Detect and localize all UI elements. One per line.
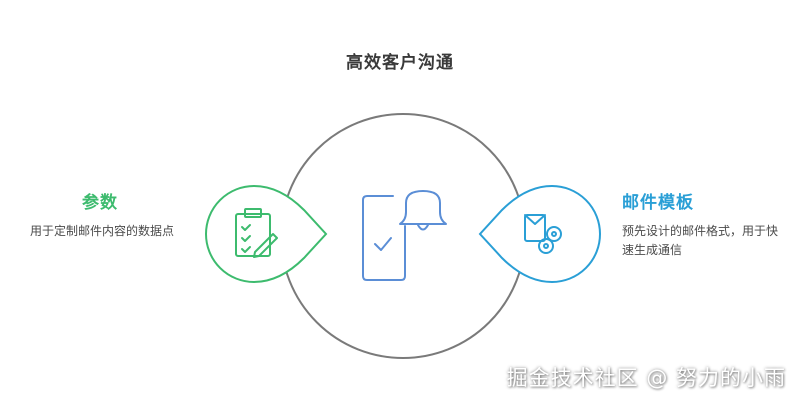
left-node-description: 用于定制邮件内容的数据点 <box>30 224 175 238</box>
right-node <box>478 184 601 284</box>
right-node-description: 预先设计的邮件格式，用于快速生成通信 <box>622 224 779 257</box>
mail-settings-icon <box>524 214 562 254</box>
watermark: 掘金技术社区 @ 努力的小雨 <box>506 366 786 390</box>
clipboard-edit-icon <box>235 208 278 258</box>
left-node <box>205 184 328 284</box>
right-node-title: 邮件模板 <box>622 193 694 213</box>
diagram-title: 高效客户沟通 <box>346 53 454 73</box>
phone-notification-icon <box>362 190 447 281</box>
left-node-title: 参数 <box>82 193 118 213</box>
